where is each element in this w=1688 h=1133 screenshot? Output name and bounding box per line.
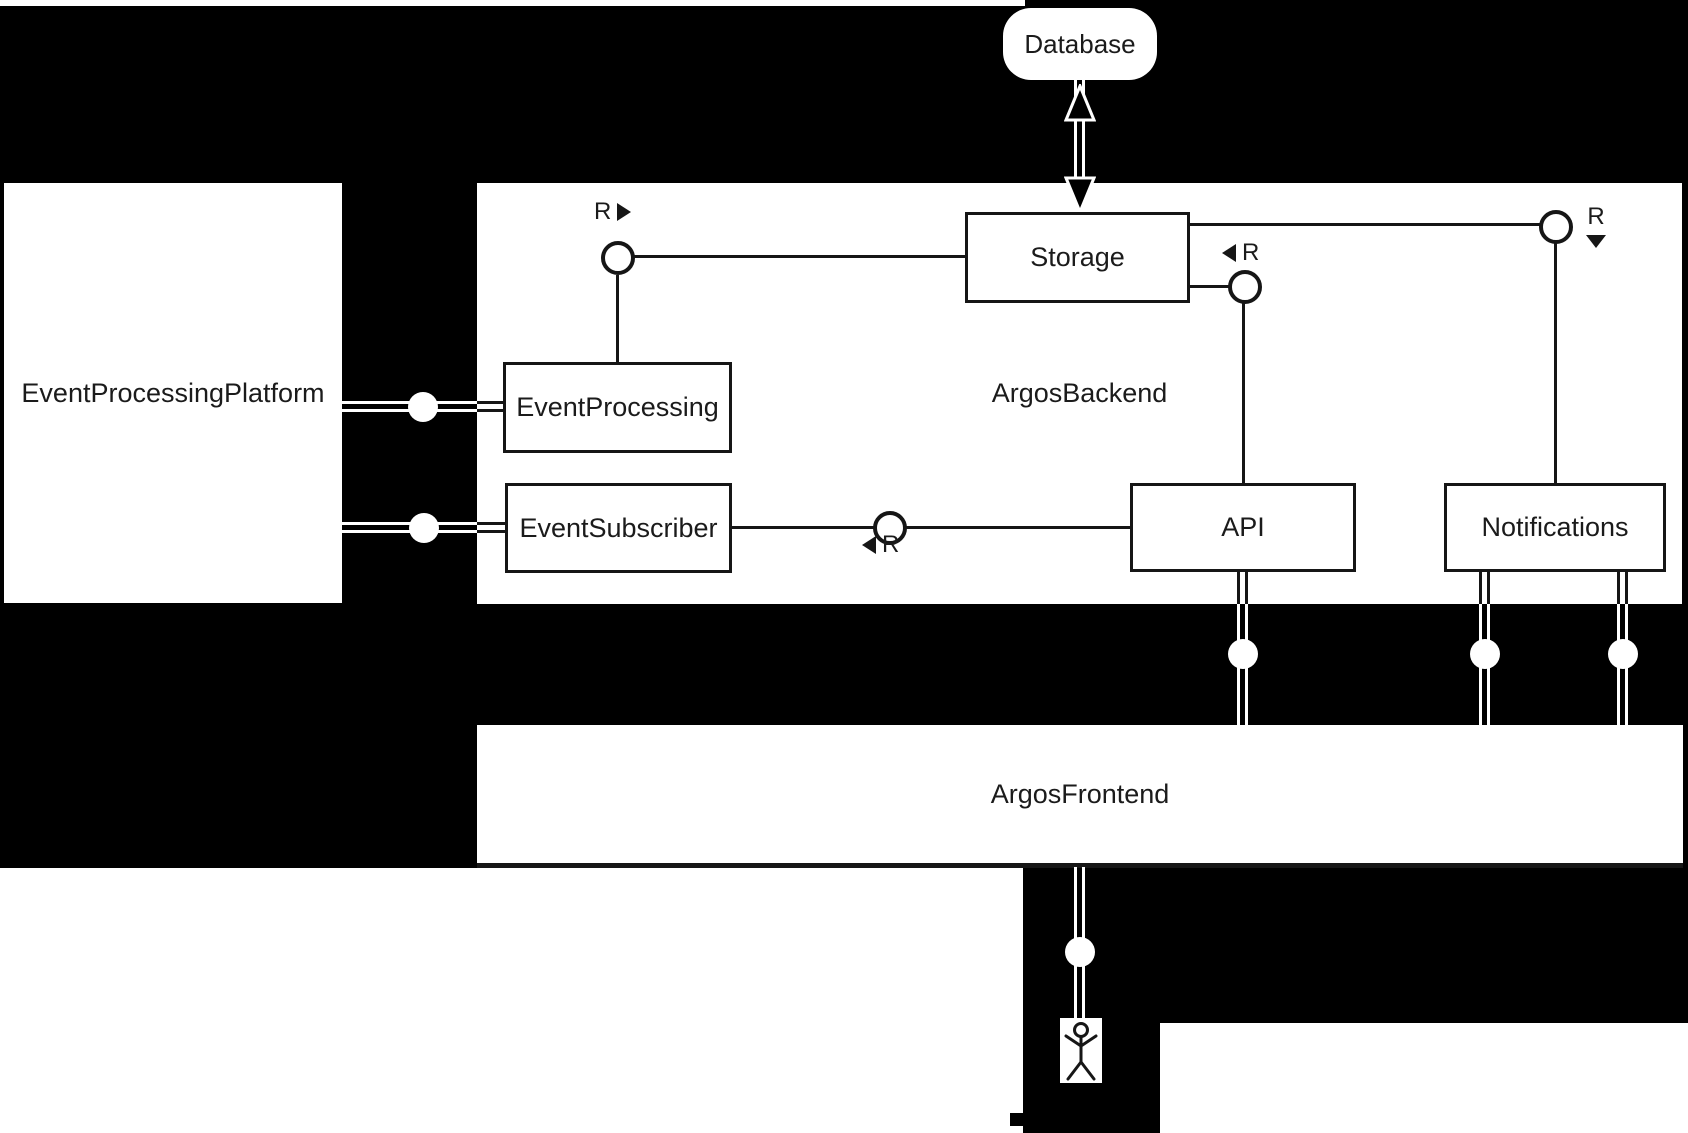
pipe-api-frontend-upper: [1237, 572, 1248, 605]
line-storage-notifications: [1190, 223, 1556, 226]
pipe-platform-eventprocessing-inner: [477, 401, 504, 412]
node-event-subscriber[interactable]: EventSubscriber: [505, 483, 732, 573]
line-api-stem: [1242, 303, 1245, 483]
actor-user[interactable]: [1060, 1018, 1102, 1083]
marker-eventprocessing-r-label: R: [594, 198, 612, 225]
triangle-down-icon: [1586, 235, 1606, 248]
line-eventprocessing-stem: [616, 275, 619, 362]
node-argos-frontend[interactable]: [477, 725, 1683, 863]
marker-storage-api-r-label: R: [1242, 239, 1260, 266]
ball-platform-subscriber: [409, 513, 439, 543]
line-subscriber-api: [732, 526, 1130, 529]
node-database[interactable]: Database: [1003, 8, 1157, 80]
socket-eventprocessing-interface: [601, 241, 635, 275]
event-processing-label: EventProcessing: [516, 392, 719, 422]
node-notifications[interactable]: Notifications: [1444, 483, 1666, 572]
notifications-label: Notifications: [1481, 512, 1629, 542]
argos-frontend-bottom-border: [477, 863, 1683, 868]
line-storage-api-stub: [1190, 285, 1245, 288]
socket-storage-notifications-interface: [1539, 210, 1573, 244]
ball-platform-eventprocessing: [408, 392, 438, 422]
node-storage[interactable]: Storage: [965, 212, 1190, 303]
ball-frontend-actor: [1065, 937, 1095, 967]
line-notifications-stem: [1554, 243, 1557, 483]
socket-storage-api-interface: [1228, 270, 1262, 304]
ball-api-frontend: [1228, 639, 1258, 669]
marker-subscriber-api-r: R: [862, 531, 899, 559]
triangle-left-icon: [1222, 244, 1236, 262]
marker-subscriber-api-r-label: R: [882, 531, 900, 558]
arrowhead-up-to-database-icon: [1064, 84, 1096, 122]
top-edge-sliver: [0, 0, 1025, 6]
marker-eventprocessing-r: R: [594, 198, 632, 226]
storage-label: Storage: [1030, 242, 1125, 272]
node-event-processing[interactable]: EventProcessing: [503, 362, 732, 453]
person-icon: [1064, 1022, 1098, 1081]
ball-notifications-frontend-right: [1608, 639, 1638, 669]
triangle-right-icon: [617, 203, 632, 221]
marker-notifications-r-label: R: [1587, 203, 1605, 230]
api-label: API: [1221, 512, 1265, 542]
pipe-notifications-frontend-right-upper: [1617, 572, 1628, 605]
event-subscriber-label: EventSubscriber: [519, 512, 718, 543]
marker-notifications-r: R: [1586, 203, 1606, 248]
pipe-database-storage: [1074, 80, 1085, 192]
marker-storage-api-r: R: [1222, 239, 1259, 267]
node-api[interactable]: API: [1130, 483, 1356, 572]
ball-notifications-frontend-left: [1470, 639, 1500, 669]
bottom-left-surface: [0, 868, 1023, 1133]
line-eventprocessing-storage: [618, 255, 965, 258]
socket-subscriber-api-interface: [873, 511, 907, 545]
arrowhead-down-to-storage-icon: [1064, 176, 1096, 214]
node-event-processing-platform[interactable]: [4, 183, 342, 603]
bottom-right-surface: [1160, 1023, 1688, 1133]
triangle-left-icon: [862, 536, 876, 554]
bottom-artifact-square: [1010, 1113, 1023, 1126]
database-label: Database: [1024, 28, 1136, 59]
pipe-notifications-frontend-left-upper: [1479, 572, 1490, 605]
pipe-platform-subscriber-inner: [477, 522, 506, 533]
